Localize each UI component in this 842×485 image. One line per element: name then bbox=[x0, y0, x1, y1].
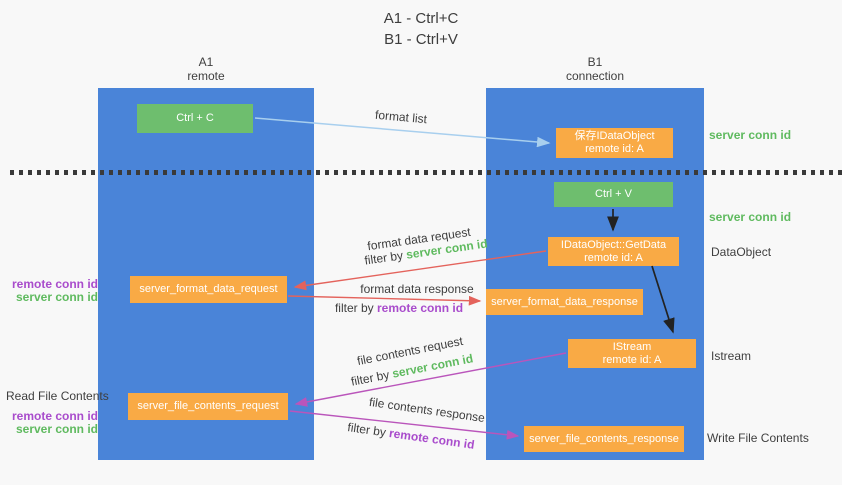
node-istream-line2: remote id: A bbox=[602, 353, 662, 366]
node-idataobject-getdata: IDataObject::GetData remote id: A bbox=[548, 237, 679, 266]
node-ctrl-c: Ctrl + C bbox=[137, 104, 253, 133]
lane-b-subtitle: connection bbox=[565, 69, 625, 83]
label-read-file-contents: Read File Contents bbox=[6, 389, 109, 403]
label-write-file-contents: Write File Contents bbox=[707, 431, 809, 445]
filter-key-remote-conn: remote conn id bbox=[388, 426, 476, 452]
lane-a-name: A1 bbox=[198, 55, 214, 69]
dotted-divider bbox=[10, 170, 842, 175]
node-getdata-line2: remote id: A bbox=[584, 251, 643, 264]
node-ctrl-v: Ctrl + V bbox=[554, 182, 673, 207]
edge-label-filter-remote-conn-1: filter by remote conn id bbox=[335, 301, 463, 315]
node-getdata-line1: IDataObject::GetData bbox=[560, 238, 667, 251]
lane-a-header: A1 remote bbox=[98, 55, 314, 83]
node-file-request-label: server_file_contents_request bbox=[137, 400, 279, 412]
edge-label-file-contents-response: file contents response bbox=[368, 394, 486, 426]
lane-b-name: B1 bbox=[587, 55, 603, 69]
node-format-request-label: server_format_data_request bbox=[139, 283, 278, 295]
node-server-file-contents-response: server_file_contents_response bbox=[524, 426, 684, 452]
node-save-idataobject-line1: 保存IDataObject bbox=[574, 130, 655, 142]
diagram-title: A1 - Ctrl+C B1 - Ctrl+V bbox=[331, 8, 511, 50]
filter-prefix: filter by bbox=[334, 301, 374, 315]
filter-key-remote-conn: remote conn id bbox=[377, 301, 464, 315]
label-istream: Istream bbox=[711, 349, 752, 363]
label-server-conn-id-top-right: server conn id bbox=[709, 128, 792, 142]
node-format-response-label: server_format_data_response bbox=[491, 295, 638, 308]
edge-label-format-list: format list bbox=[374, 107, 428, 127]
filter-prefix: filter by bbox=[349, 367, 391, 389]
node-server-format-data-request: server_format_data_request bbox=[130, 276, 287, 303]
node-istream-line1: IStream bbox=[612, 340, 652, 353]
lane-b-header: B1 connection bbox=[486, 55, 704, 83]
node-ctrl-v-label: Ctrl + V bbox=[595, 188, 632, 200]
filter-prefix: filter by bbox=[346, 420, 387, 440]
title-line-1: A1 - Ctrl+C bbox=[383, 10, 459, 27]
label-remote-conn-id-bottom-left: remote conn id bbox=[11, 409, 98, 423]
node-save-idataobject: 保存IDataObject remote id: A bbox=[556, 128, 673, 158]
node-server-file-contents-request: server_file_contents_request bbox=[128, 393, 288, 420]
title-line-2: B1 - Ctrl+V bbox=[384, 31, 458, 48]
label-server-conn-id-bottom-left: server conn id bbox=[15, 422, 98, 436]
label-dataobject: DataObject bbox=[711, 245, 772, 259]
node-server-format-data-response: server_format_data_response bbox=[486, 289, 643, 315]
node-file-response-label: server_file_contents_response bbox=[529, 432, 679, 445]
node-istream: IStream remote id: A bbox=[568, 339, 696, 368]
edge-label-filter-remote-conn-2: filter by remote conn id bbox=[347, 420, 476, 452]
lane-a-subtitle: remote bbox=[187, 69, 225, 83]
node-ctrl-c-label: Ctrl + C bbox=[176, 112, 214, 124]
label-server-conn-id-top-left: server conn id bbox=[15, 290, 98, 304]
edge-label-format-data-response: format data response bbox=[360, 282, 474, 296]
node-save-idataobject-line2: remote id: A bbox=[585, 143, 644, 155]
label-remote-conn-id-top-left: remote conn id bbox=[11, 277, 98, 291]
label-server-conn-id-mid-right: server conn id bbox=[709, 210, 792, 224]
